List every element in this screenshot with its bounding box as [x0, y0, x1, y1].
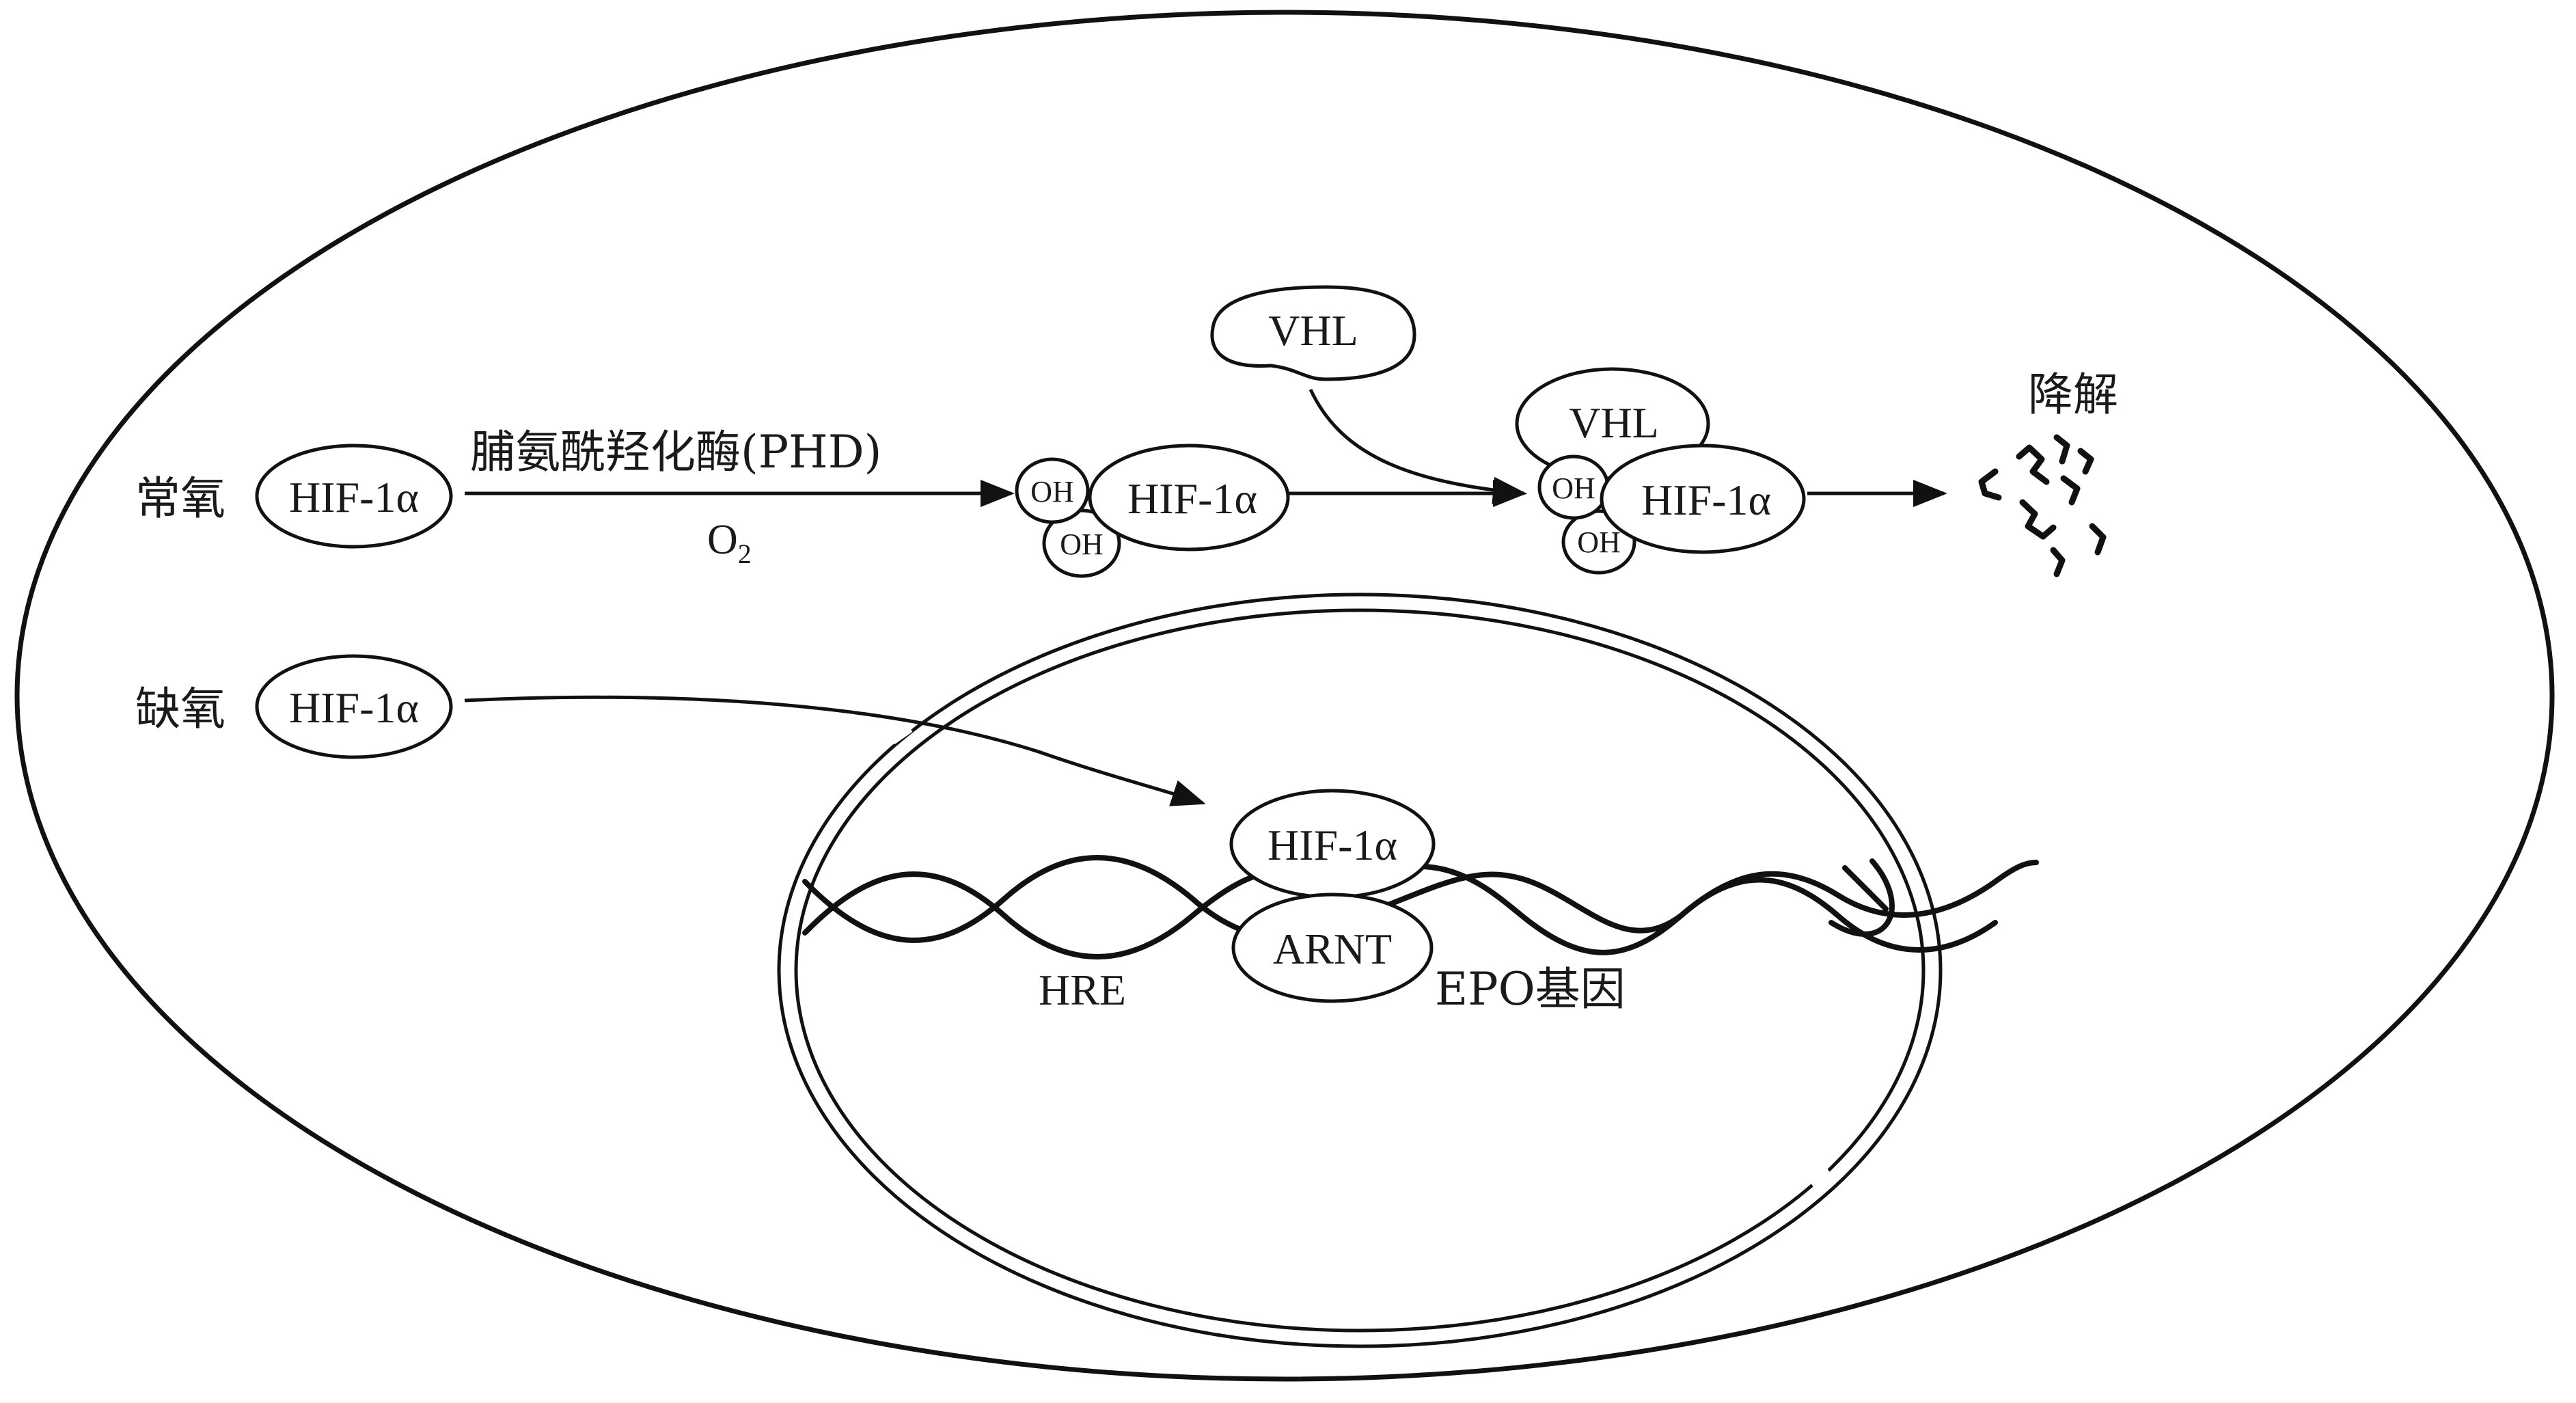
hif-normoxia-label: HIF-1α [289, 473, 419, 521]
nuclear-pore [1662, 622, 1680, 646]
normoxia-label: 常氧 [135, 472, 225, 525]
oh-group-label: OH [1030, 475, 1074, 508]
hif-complex-label: HIF-1α [1641, 476, 1771, 524]
vhl-free: VHL [1210, 285, 1416, 381]
vhl-free-label: VHL [1268, 306, 1358, 355]
nuclear-pore [886, 719, 913, 745]
arnt-label: ARNT [1273, 925, 1392, 973]
oxygen-symbol: O [707, 517, 738, 563]
cell-membrane [14, 10, 2555, 1382]
hre-label: HRE [1039, 966, 1126, 1014]
vhl-binding-arrow [1308, 388, 1527, 504]
hif-normoxia: HIF-1α [255, 444, 453, 549]
oxygen-subscript: 2 [738, 539, 752, 569]
phd-enzyme-label: 脯氨酰羟化酶(PHD) [470, 426, 881, 478]
oh-group-label: OH [1552, 472, 1595, 505]
hypoxia-label: 缺氧 [135, 683, 225, 735]
protein-fragments-icon [1978, 434, 2107, 577]
dna-helix [802, 855, 2039, 959]
nuclear-pore [1069, 1255, 1094, 1282]
vhl-hif-complex: VHL OH OH HIF-1α [1515, 367, 1806, 575]
degradation-label: 降解 [2028, 368, 2118, 421]
hif-hypoxia: HIF-1α [255, 654, 453, 759]
nucleus [777, 592, 1943, 1348]
hif-hypoxia-label: HIF-1α [289, 683, 419, 732]
oh-group-label: OH [1060, 528, 1104, 561]
hif-arnt-complex: HIF-1α ARNT [1229, 789, 1436, 1003]
vhl-bound-label: VHL [1569, 398, 1659, 447]
hif-hydroxylated-label: HIF-1α [1127, 474, 1257, 523]
hif-nuclear-label: HIF-1α [1268, 821, 1397, 869]
hydroxylated-hif: OH OH HIF-1α [1015, 444, 1290, 578]
oxygen-cofactor-label: O2 [707, 517, 752, 569]
nuclear-translocation-arrow [464, 695, 1206, 806]
epo-gene-label: EPO基因 [1435, 963, 1626, 1016]
nuclear-pore [1805, 1162, 1832, 1188]
oh-group-label: OH [1577, 526, 1621, 559]
